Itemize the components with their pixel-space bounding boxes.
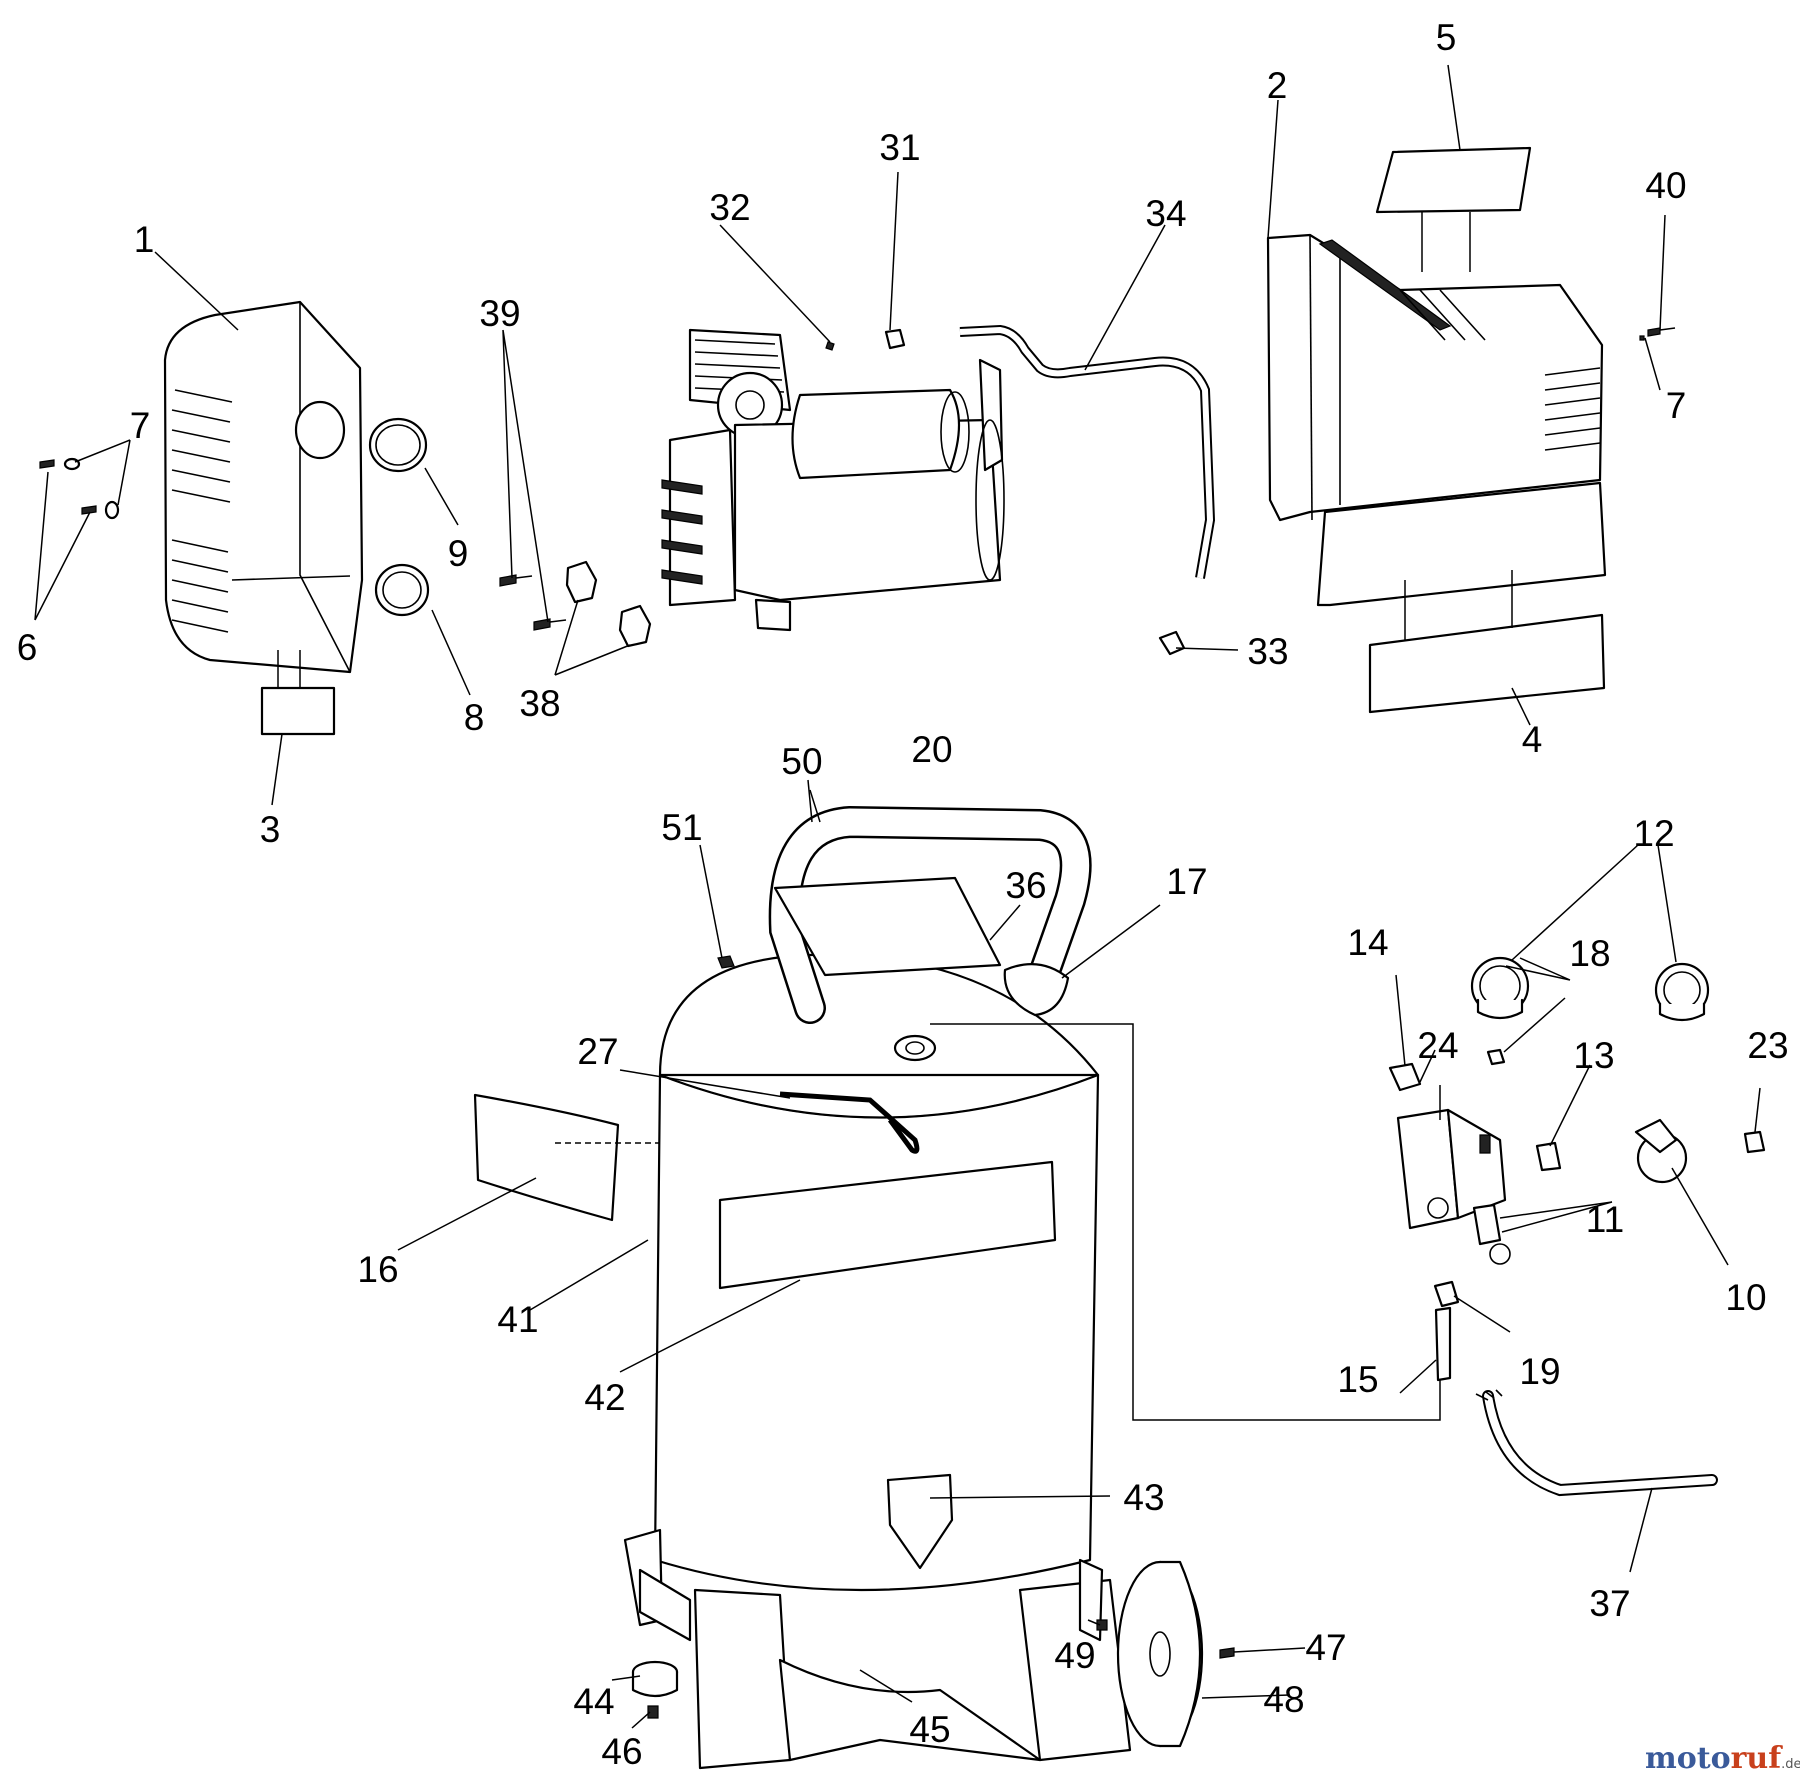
screw-40: [1647, 327, 1661, 337]
callout-47: 47: [1305, 1627, 1346, 1668]
callout-46: 46: [601, 1731, 642, 1772]
gauge-12-a: [1470, 956, 1530, 1020]
bolt-47: [1219, 1647, 1235, 1659]
motor-pump-assembly: [661, 328, 1005, 632]
callout-4: 4: [1522, 719, 1543, 760]
callout-49: 49: [1054, 1635, 1095, 1676]
callout-18: 18: [1569, 933, 1610, 974]
callout-33: 33: [1247, 631, 1288, 672]
filter-9: [368, 417, 428, 473]
callout-37: 37: [1589, 1583, 1630, 1624]
callout-32: 32: [709, 187, 750, 228]
decal-4: [1368, 613, 1606, 714]
callout-51: 51: [661, 807, 702, 848]
bolt-51: [717, 955, 735, 969]
callout-48: 48: [1263, 1679, 1304, 1720]
handle-20: [768, 805, 1092, 1024]
plug-14: [1388, 1062, 1422, 1092]
decal-16: [473, 1093, 620, 1222]
callout-10: 10: [1725, 1277, 1766, 1318]
screws-6-left: [39, 457, 120, 520]
nipple-15: [1434, 1306, 1452, 1382]
valve-17: [1003, 963, 1070, 1017]
nut-49: [1096, 1619, 1108, 1631]
leader-lines: [34, 64, 1761, 1729]
callout-44: 44: [573, 1681, 614, 1722]
callout-6: 6: [17, 627, 38, 668]
callout-5: 5: [1436, 17, 1457, 58]
callout-2: 2: [1267, 65, 1288, 106]
callout-45: 45: [909, 1709, 950, 1750]
callout-20: 20: [911, 729, 952, 770]
callout-14: 14: [1347, 922, 1388, 963]
callout-3: 3: [260, 809, 281, 850]
decal-3: [260, 686, 336, 736]
bracket-36: [773, 876, 1002, 977]
callout-15: 15: [1337, 1359, 1378, 1400]
front-shroud: [163, 300, 364, 674]
callout-12: 12: [1633, 813, 1674, 854]
power-cord-37: [1475, 1389, 1718, 1497]
wheel-48: [1116, 1560, 1204, 1748]
watermark-part1: moto: [1645, 1741, 1731, 1776]
watermark-part2: ruf: [1731, 1741, 1784, 1776]
valve-11: [1472, 1203, 1502, 1246]
callout-43: 43: [1123, 1477, 1164, 1518]
callout-16: 16: [357, 1249, 398, 1290]
fitting-18: [1486, 1048, 1506, 1066]
knobs-38: [565, 560, 652, 648]
pressure-switch-24: [1396, 1108, 1507, 1230]
callout-19: 19: [1519, 1351, 1560, 1392]
callout-41: 41: [497, 1299, 538, 1340]
callout-39: 39: [479, 293, 520, 334]
svg-text:motoruf.de: motoruf.de: [1645, 1741, 1800, 1776]
callout-38: 38: [519, 683, 560, 724]
screws-39: [499, 574, 567, 631]
coupler-23: [1743, 1130, 1766, 1154]
callout-1: 1: [134, 219, 155, 260]
regulator-10: [1634, 1118, 1688, 1184]
callout-13: 13: [1573, 1035, 1614, 1076]
nut-31: [884, 328, 906, 350]
callout-42: 42: [584, 1377, 625, 1418]
nut-33: [1158, 630, 1186, 656]
callout-31: 31: [879, 127, 920, 168]
decal-5: [1375, 146, 1532, 214]
callout-24: 24: [1417, 1025, 1458, 1066]
air-tank: [653, 953, 1100, 1592]
callout-9: 9: [448, 533, 469, 574]
callout-7-right: 7: [1666, 385, 1687, 426]
gauge-12-b: [1654, 962, 1710, 1022]
callout-34: 34: [1145, 193, 1186, 234]
callout-36: 36: [1005, 865, 1046, 906]
rear-shroud: [1266, 233, 1607, 607]
decal-42: [718, 1160, 1057, 1290]
callout-40: 40: [1645, 165, 1686, 206]
callout-11: 11: [1586, 1199, 1624, 1240]
callout-7-left: 7: [130, 405, 151, 446]
callout-27: 27: [577, 1031, 618, 1072]
callout-8: 8: [464, 697, 485, 738]
callout-50: 50: [781, 741, 822, 782]
nipple-13: [1535, 1141, 1562, 1172]
callout-17: 17: [1166, 861, 1207, 902]
watermark: motoruf.de: [1645, 1741, 1800, 1776]
pin-32: [825, 341, 835, 351]
tank-base: [623, 1528, 1132, 1770]
watermark-suffix: .de: [1781, 1757, 1800, 1772]
fitting-19: [1433, 1280, 1460, 1308]
callout-labels: 1 2 3 4 5 6 7 7 8 9 10 11 12 13 14 15 16…: [17, 17, 1789, 1772]
callout-23: 23: [1747, 1025, 1788, 1066]
